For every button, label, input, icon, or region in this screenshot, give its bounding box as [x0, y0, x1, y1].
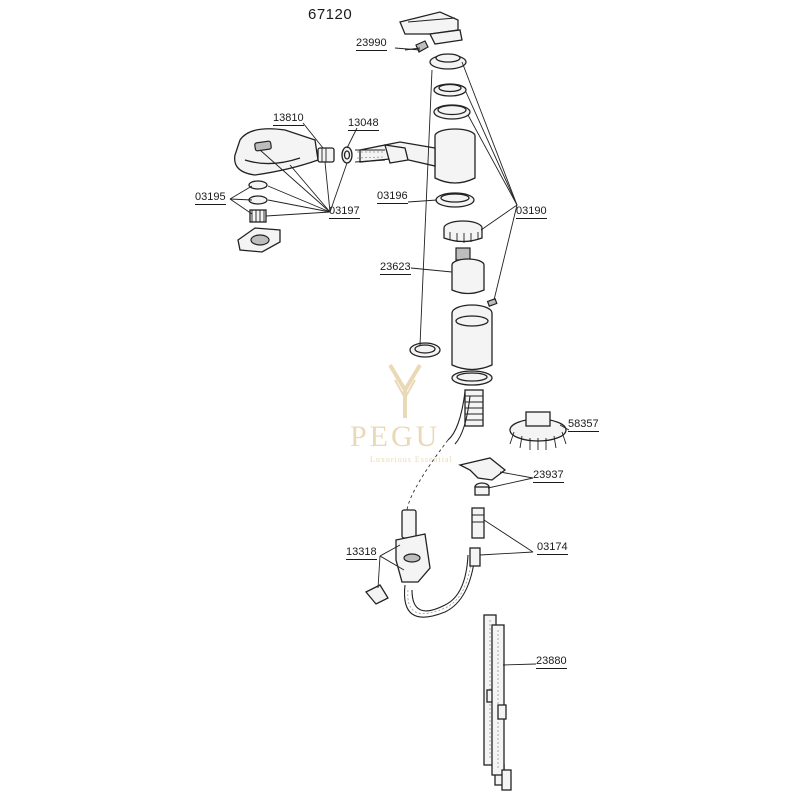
label-23623: 23623 [380, 261, 411, 275]
label-13048: 13048 [348, 117, 379, 131]
label-58357: 58357 [568, 418, 599, 432]
hose-weight-13318 [395, 509, 431, 583]
watermark-logo [388, 363, 422, 418]
label-23990: 23990 [356, 37, 387, 51]
bezel-ring [433, 104, 471, 120]
label-23937: 23937 [533, 469, 564, 483]
fitting-13810 [317, 147, 335, 163]
watermark-tagline: Luxurious Essential [370, 455, 453, 464]
washer-03195-a [248, 180, 268, 190]
support-plate-58357 [509, 411, 567, 450]
nut-13048 [341, 146, 353, 164]
label-03195: 03195 [195, 191, 226, 205]
label-03174: 03174 [537, 541, 568, 555]
pull-out-spray-head [234, 128, 319, 176]
base-gasket [451, 370, 493, 386]
label-03190: 03190 [516, 205, 547, 219]
hose-clip [364, 584, 389, 605]
tap-base-body [451, 304, 493, 371]
o-ring-upper [433, 83, 467, 97]
cap-ring [429, 53, 467, 70]
label-13318: 13318 [346, 546, 377, 560]
spout-body [354, 128, 476, 184]
aerator-03195 [249, 209, 267, 223]
cartridge-collar [443, 220, 483, 243]
pull-out-hose [403, 439, 481, 618]
diagram-title: 67120 [308, 6, 353, 23]
handle-lever [399, 11, 463, 45]
watermark-name: PEGU [350, 420, 441, 453]
leader-lines [229, 47, 570, 666]
o-ring-03196 [435, 192, 475, 208]
screw-23990 [404, 40, 429, 53]
horseshoe-23937 [458, 457, 507, 496]
label-03196: 03196 [377, 190, 408, 204]
clip-ring [409, 342, 441, 358]
rod-03174 [471, 507, 485, 539]
threaded-shank [447, 389, 484, 445]
label-23880: 23880 [536, 655, 567, 669]
set-screw [486, 297, 498, 307]
label-13810: 13810 [273, 112, 304, 126]
label-03197: 03197 [329, 205, 360, 219]
spray-face-plate [237, 227, 281, 253]
supply-hose-right [491, 624, 512, 791]
cartridge-23623 [451, 247, 485, 295]
